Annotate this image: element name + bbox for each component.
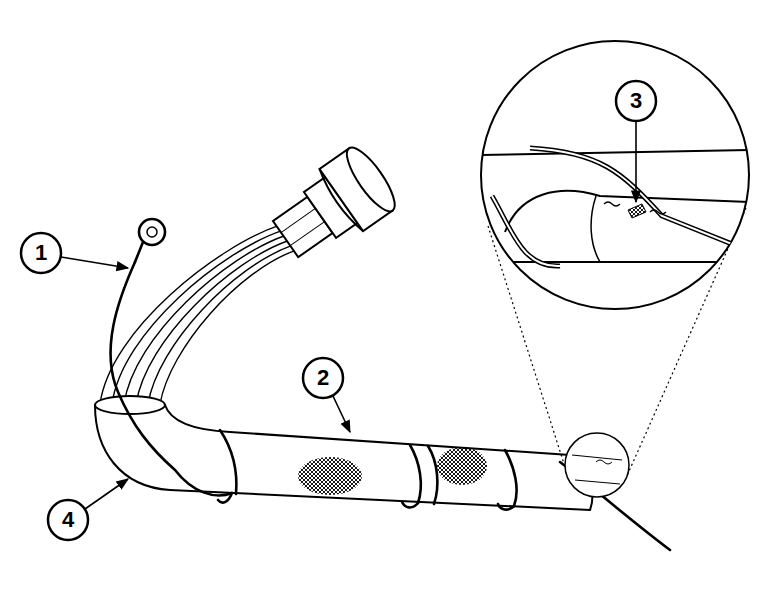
detail-inset-part	[572, 455, 622, 484]
wire-bundle-part	[100, 226, 279, 404]
callout-circles	[21, 81, 656, 540]
detail-inset	[478, 41, 752, 497]
detail-inset-part	[481, 41, 749, 309]
detail-inset-part-part	[628, 204, 646, 218]
harness-sheath	[95, 396, 593, 510]
wire-bundle-part	[160, 250, 296, 404]
wire-bundle	[100, 226, 296, 404]
callout-number: 2	[303, 358, 343, 398]
ground-wire-part	[428, 446, 437, 504]
detail-inset-part-part	[505, 191, 752, 232]
connector-plug-part	[290, 222, 324, 246]
connector-plug-part	[281, 208, 315, 232]
detail-inset-part	[478, 148, 752, 266]
callout-number: 4	[48, 500, 88, 540]
detail-inset-part-part	[478, 150, 752, 155]
harness-sheath-part	[95, 405, 593, 510]
leader-lines-part	[333, 396, 350, 432]
callout-circles-part	[48, 500, 88, 540]
ground-wire-part	[505, 450, 517, 506]
leader-lines	[61, 121, 636, 509]
ground-wire-part	[402, 502, 418, 507]
detail-inset-part-part	[492, 196, 560, 266]
ground-wire-part	[410, 445, 421, 503]
harness-sheath-part	[437, 447, 487, 485]
ground-wire-part	[220, 430, 236, 494]
detail-inset-part-part	[530, 148, 752, 252]
leader-lines-part	[85, 479, 128, 509]
ground-wire-part	[147, 227, 157, 237]
leader-lines-part	[635, 121, 637, 202]
callout-circles-part	[616, 81, 656, 121]
leader-lines-part	[61, 257, 128, 268]
detail-inset-part	[596, 460, 612, 464]
callout-number: 3	[616, 81, 656, 121]
ground-wire-part	[135, 242, 143, 262]
harness-sheath-part	[95, 396, 165, 414]
callout-circles-part	[303, 358, 343, 398]
detail-inset-part	[565, 433, 629, 497]
wire-bundle-part	[148, 245, 292, 404]
ground-wire-part	[111, 262, 232, 495]
connector-plug-part	[339, 141, 402, 217]
detail-inset-part-part	[530, 148, 752, 252]
harness-sheath-part	[298, 457, 362, 495]
connector-plug	[264, 141, 403, 270]
ground-wire-part	[218, 493, 232, 503]
detail-inset-part-part	[492, 196, 560, 266]
callout-number: 1	[21, 233, 61, 273]
connector-plug-part	[315, 169, 363, 234]
detail-inset-part-part	[591, 196, 600, 262]
callout-circles-part	[21, 233, 61, 273]
ground-wire-part	[498, 504, 514, 510]
